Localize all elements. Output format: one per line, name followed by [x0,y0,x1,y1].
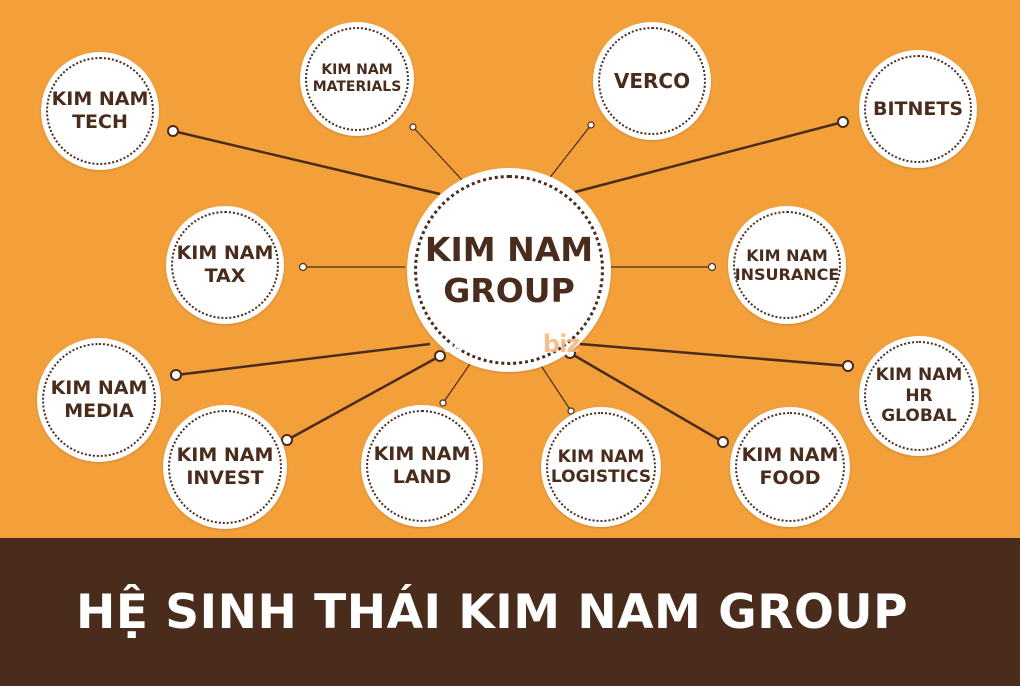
node-kim-nam-materials: KIM NAM MATERIALS [300,22,414,136]
node-verco: VERCO [593,22,711,140]
connector-end-insurance [707,262,717,272]
connector-verco [547,124,592,181]
connector-tech [172,129,441,196]
footer-banner [0,538,1020,686]
connector-media [175,342,431,377]
node-kim-nam-tech: KIM NAM TECH [41,52,159,170]
connector-invest [286,354,441,442]
connector-end-bitnets [837,116,849,128]
connector-end-tax [298,262,308,272]
connector-end-hr-global [842,360,854,372]
node-kim-nam-land: KIM NAM LAND [361,405,483,527]
node-kim-nam-insurance: KIM NAM INSURANCE [728,206,846,324]
footer-title: HỆ SINH THÁI KIM NAM GROUP [76,585,909,640]
center-node-kim-nam-group: KIM NAM GROUP [407,168,611,372]
connector-hr-global [579,342,849,368]
node-kim-nam-media: KIM NAM MEDIA [37,338,161,462]
connector-land [442,363,471,404]
connector-end-food [717,436,729,448]
center-node-label: KIM NAM GROUP [424,229,594,310]
node-kim-nam-invest: KIM NAM INVEST [163,405,287,529]
node-bitnets: BITNETS [859,50,977,168]
connector-logistics [539,363,572,412]
connector-lines [167,116,854,448]
node-kim-nam-food: KIM NAM FOOD [730,407,850,527]
connector-end-center-invest [434,350,446,362]
connector-end-materials [409,123,417,131]
node-kim-nam-hr-global: KIM NAM HR GLOBAL [859,336,979,456]
connector-end-invest [281,434,293,446]
connector-end-tech [167,125,179,137]
connector-end-media [170,369,182,381]
node-kim-nam-tax: KIM NAM TAX [166,206,284,324]
connector-bitnets [574,120,844,194]
connector-food [569,351,724,444]
node-kim-nam-logistics: KIM NAM LOGISTICS [541,407,661,527]
connector-materials [412,126,463,181]
connector-end-land [439,399,447,407]
connector-end-verco [587,121,595,129]
